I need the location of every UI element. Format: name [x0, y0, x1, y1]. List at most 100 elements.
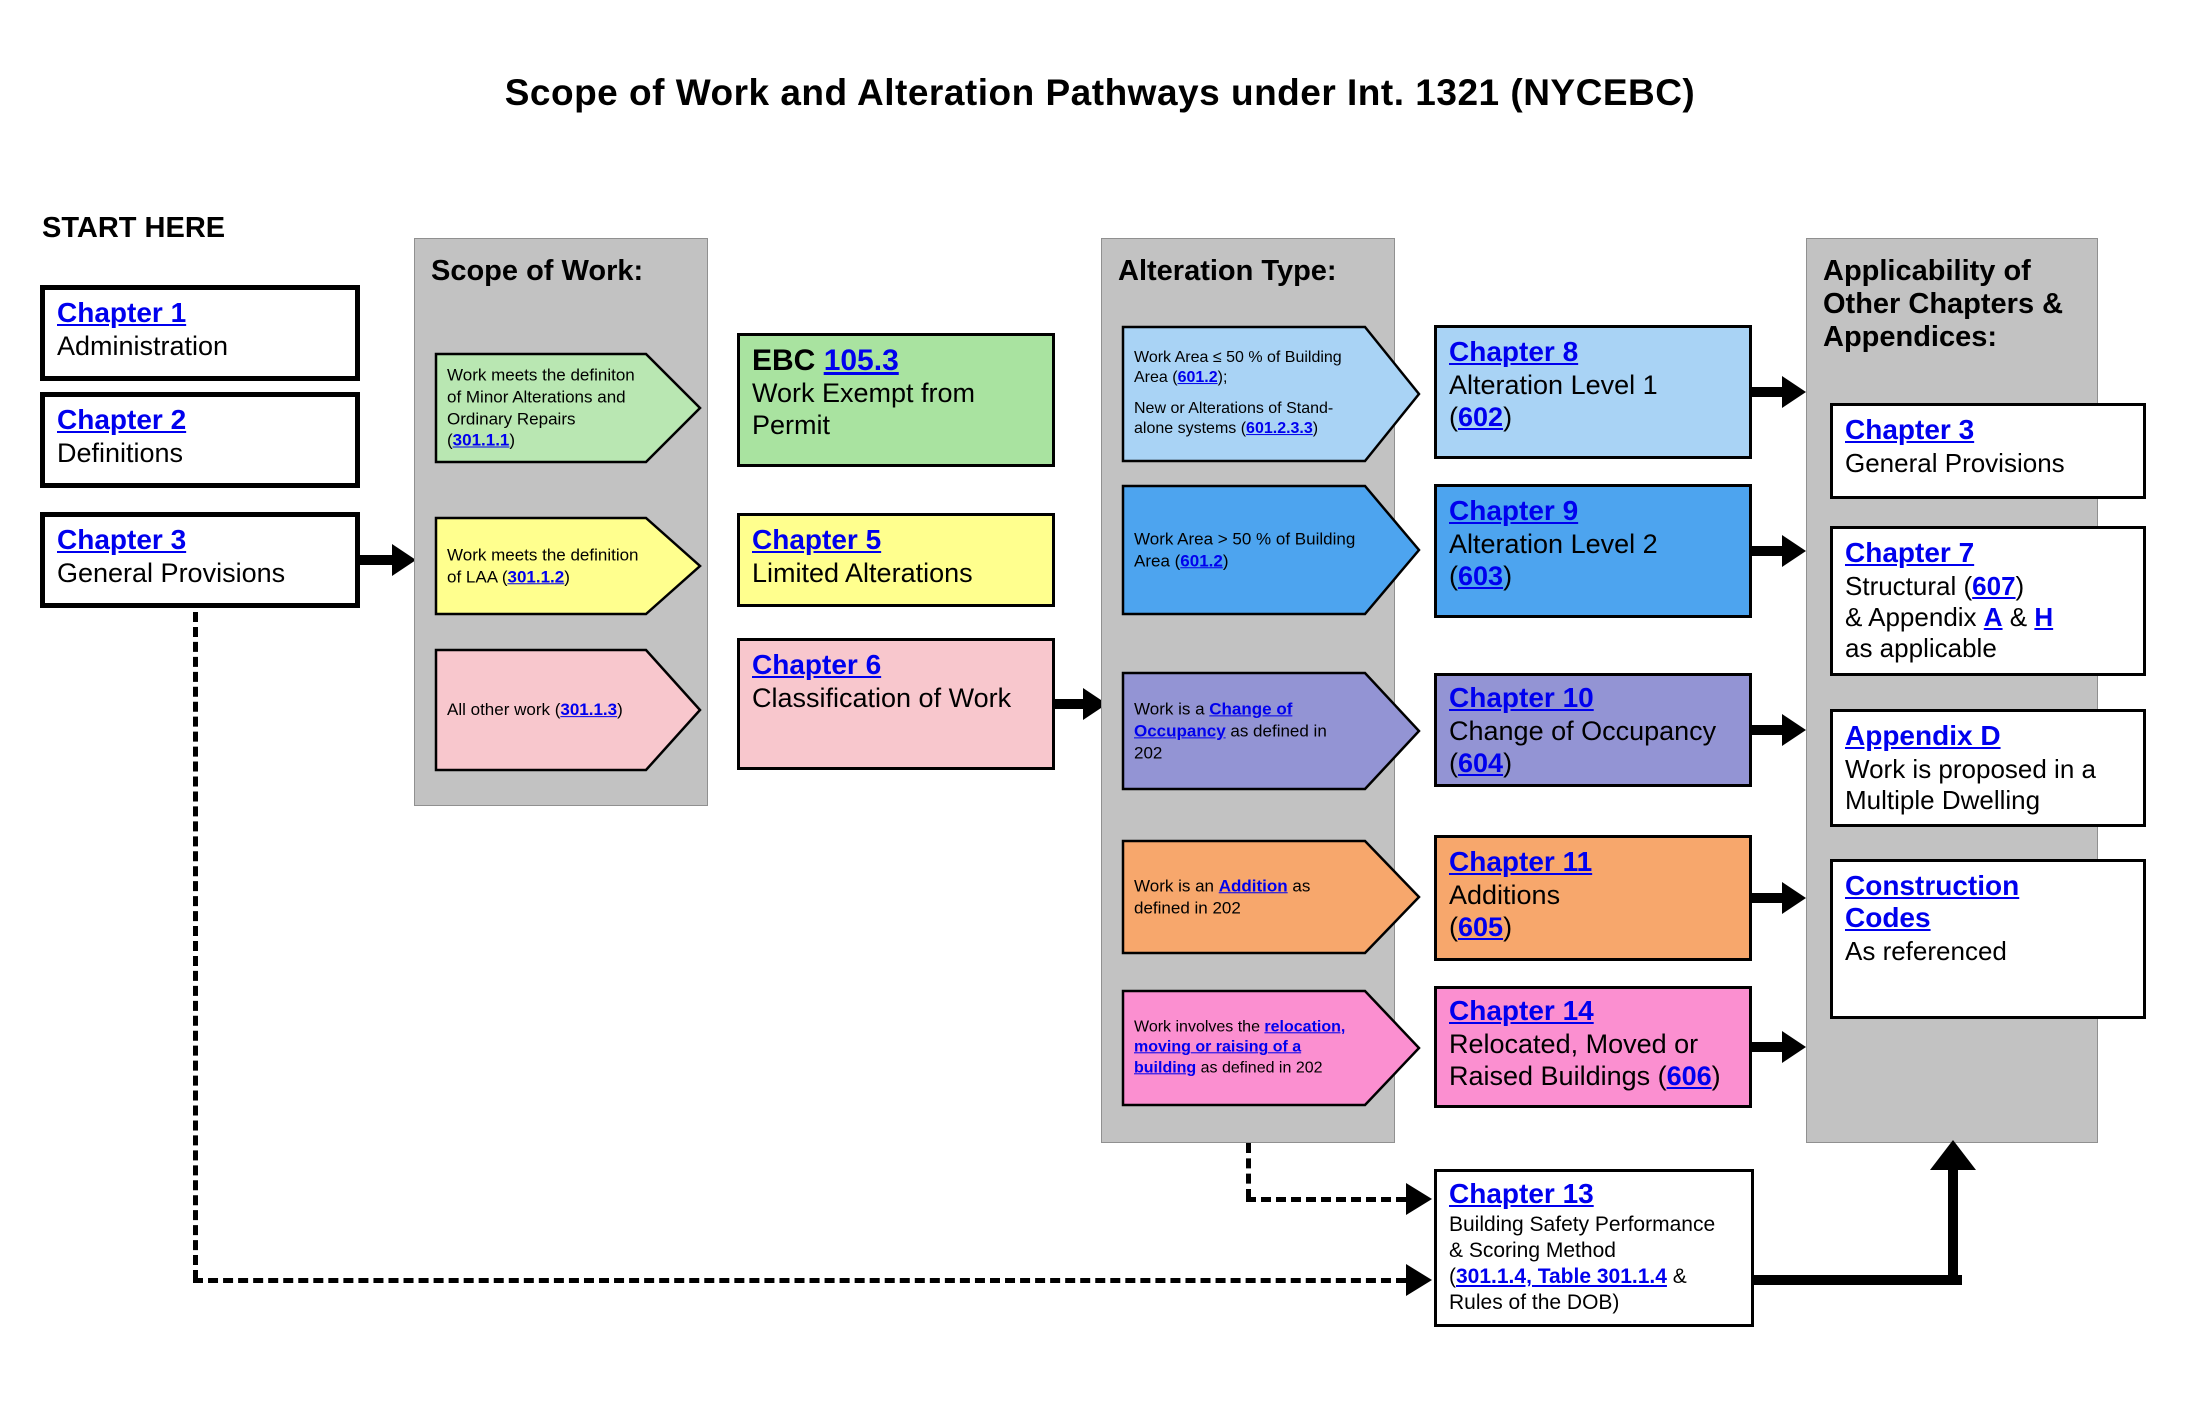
chapter6-box: Chapter 6 Classification of Work — [737, 638, 1055, 770]
chapter1-label: Administration — [57, 331, 229, 361]
chapter9-box: Chapter 9 Alteration Level 2 (603) — [1434, 484, 1752, 618]
appendix-d-box: Appendix D Work is proposed in a Multipl… — [1830, 709, 2146, 827]
chapter3-label: General Provisions — [57, 558, 286, 588]
chapter11-box: Chapter 11 Additions (605) — [1434, 835, 1752, 961]
chapter3-box: Chapter 3 General Provisions — [40, 512, 360, 608]
chapter10-label: Change of Occupancy — [1449, 716, 1717, 746]
ref-605-link[interactable]: 605 — [1458, 911, 1504, 942]
ref-105-3-link[interactable]: 105.3 — [823, 344, 899, 377]
chapter2-box: Chapter 2 Definitions — [40, 392, 360, 488]
up-arrowhead-to-applicability — [1930, 1140, 1976, 1170]
chapter10-link[interactable]: Chapter 10 — [1449, 682, 1594, 713]
alteration-callout1-text: Work Area ≤ 50 % of Building Area (601.2… — [1134, 349, 1342, 438]
scope-callout-all-other: All other work (301.1.3) — [434, 648, 702, 772]
chapter9-label: Alteration Level 2 — [1449, 529, 1658, 559]
ref-607-link[interactable]: 607 — [1972, 571, 2016, 601]
construction-codes-label: As referenced — [1845, 936, 2007, 966]
solid-line-chapter13-horizontal — [1754, 1275, 1962, 1285]
chapter13-link[interactable]: Chapter 13 — [1449, 1178, 1594, 1209]
chapter7-applicable-line: as applicable — [1845, 633, 1997, 664]
arrow-chapter11-to-applicability — [1752, 880, 1806, 916]
applicability-panel-header: Applicability of Other Chapters & Append… — [1823, 255, 2064, 353]
chapter1-box: Chapter 1 Administration — [40, 285, 360, 381]
ref-606-link[interactable]: 606 — [1666, 1060, 1712, 1091]
chapter13-line2: & Scoring Method — [1449, 1239, 1616, 1263]
dashed-line-alteration-vertical — [1246, 1143, 1251, 1199]
addition-link[interactable]: Addition — [1218, 876, 1288, 896]
ref-301-1-4-link[interactable]: 301.1.4, Table 301.1.4 — [1456, 1265, 1667, 1289]
chapter7-structural-line: Structural (607) — [1845, 571, 2025, 601]
appendix-a-link[interactable]: A — [1983, 602, 2003, 633]
ref-301-1-3-link[interactable]: 301.1.3 — [560, 700, 618, 720]
alteration-callout-level1: Work Area ≤ 50 % of Building Area (601.2… — [1121, 325, 1421, 463]
change-of-occupancy-link[interactable]: Change of Occupancy — [1134, 699, 1293, 741]
ref-601-2-link-a[interactable]: 601.2 — [1177, 369, 1218, 387]
alteration-callout2-text: Work Area > 50 % of Building Area (601.2… — [1134, 529, 1356, 570]
start-here-label: START HERE — [42, 212, 226, 244]
dashed-arrowhead-alteration — [1406, 1183, 1432, 1215]
applicability-chapter3-label: General Provisions — [1845, 448, 2065, 478]
page-title: Scope of Work and Alteration Pathways un… — [504, 72, 1696, 113]
solid-line-chapter13-vertical — [1948, 1170, 1958, 1285]
chapter6-link[interactable]: Chapter 6 — [752, 649, 882, 680]
chapter6-label: Classification of Work — [752, 683, 1012, 713]
applicability-chapter7-box: Chapter 7 Structural (607) & Appendix A … — [1830, 526, 2146, 676]
chapter5-link[interactable]: Chapter 5 — [752, 524, 882, 555]
scope-callout1-text: Work meets the definiton of Minor Altera… — [447, 365, 635, 450]
chapter14-box: Chapter 14 Relocated, Moved or Raised Bu… — [1434, 986, 1752, 1108]
alteration-callout4-text: Work is an Addition as defined in 202 — [1134, 876, 1311, 917]
chapter2-label: Definitions — [57, 438, 184, 468]
scope-callout-laa: Work meets the definition of LAA (301.1.… — [434, 516, 702, 616]
chapter9-link[interactable]: Chapter 9 — [1449, 495, 1579, 526]
chapter2-link[interactable]: Chapter 2 — [57, 404, 187, 435]
chapter11-link[interactable]: Chapter 11 — [1449, 846, 1593, 877]
alteration-panel-header: Alteration Type: — [1118, 255, 1337, 287]
chapter10-ref: (604) — [1449, 747, 1513, 778]
applicability-chapter3-link[interactable]: Chapter 3 — [1845, 414, 1975, 445]
ref-301-1-1-link[interactable]: 301.1.1 — [452, 430, 510, 450]
chapter11-ref: (605) — [1449, 911, 1513, 942]
arrow-chapter6-to-alteration — [1055, 686, 1107, 722]
ref-604-link[interactable]: 604 — [1458, 747, 1504, 778]
appendix-h-link[interactable]: H — [2034, 602, 2054, 633]
chapter7-appendix-line: & Appendix A & H — [1845, 602, 2054, 633]
alteration-callout-relocation: Work involves the relocation, moving or … — [1121, 989, 1421, 1107]
chapter14-label: Relocated, Moved or Raised Buildings (60… — [1449, 1029, 1721, 1091]
arrow-chapter14-to-applicability — [1752, 1029, 1806, 1065]
alteration-callout5-text: Work involves the relocation, moving or … — [1134, 1018, 1346, 1077]
scope-callout-minor-alterations: Work meets the definiton of Minor Altera… — [434, 352, 702, 464]
arrow-chapter9-to-applicability — [1752, 533, 1806, 569]
chapter13-line3: (301.1.4, Table 301.1.4 & — [1449, 1265, 1687, 1289]
ref-601-2-link-b[interactable]: 601.2 — [1180, 551, 1223, 570]
ebc-exempt-box: EBC 105.3 Work Exempt from Permit — [737, 333, 1055, 467]
ebc-line: EBC 105.3 — [752, 344, 899, 377]
chapter11-label: Additions — [1449, 880, 1561, 910]
dashed-line-alteration-horizontal — [1246, 1197, 1406, 1202]
chapter13-line1: Building Safety Performance — [1449, 1213, 1716, 1236]
ref-602-link[interactable]: 602 — [1458, 401, 1504, 432]
chapter3-link[interactable]: Chapter 3 — [57, 524, 187, 555]
alteration-callout-addition: Work is an Addition as defined in 202 — [1121, 839, 1421, 955]
chapter1-link[interactable]: Chapter 1 — [57, 297, 187, 328]
chapter8-box: Chapter 8 Alteration Level 1 (602) — [1434, 325, 1752, 459]
chapter8-link[interactable]: Chapter 8 — [1449, 336, 1579, 367]
ref-601-2-3-3-link[interactable]: 601.2.3.3 — [1246, 420, 1313, 438]
chapter14-link[interactable]: Chapter 14 — [1449, 995, 1594, 1026]
ref-603-link[interactable]: 603 — [1458, 560, 1504, 591]
alteration-callout-level2: Work Area > 50 % of Building Area (601.2… — [1121, 484, 1421, 616]
scope-callout3-text: All other work (301.1.3) — [447, 700, 623, 720]
applicability-chapter7-link[interactable]: Chapter 7 — [1845, 537, 1975, 568]
relocation-link[interactable]: relocation, moving or raising of a build… — [1134, 1018, 1346, 1077]
chapter5-box: Chapter 5 Limited Alterations — [737, 513, 1055, 607]
dashed-line-chapter3-horizontal — [193, 1278, 1406, 1283]
arrow-chapter8-to-applicability — [1752, 374, 1806, 410]
ref-301-1-2-link[interactable]: 301.1.2 — [507, 567, 565, 586]
appendix-d-link[interactable]: Appendix D — [1845, 720, 2001, 751]
scope-callout2-text: Work meets the definition of LAA (301.1.… — [447, 545, 639, 586]
alteration-callout3-text: Work is a Change of Occupancy as defined… — [1134, 699, 1327, 762]
appendix-d-label: Work is proposed in a Multiple Dwelling — [1845, 754, 2096, 816]
chapter8-ref: (602) — [1449, 401, 1513, 432]
